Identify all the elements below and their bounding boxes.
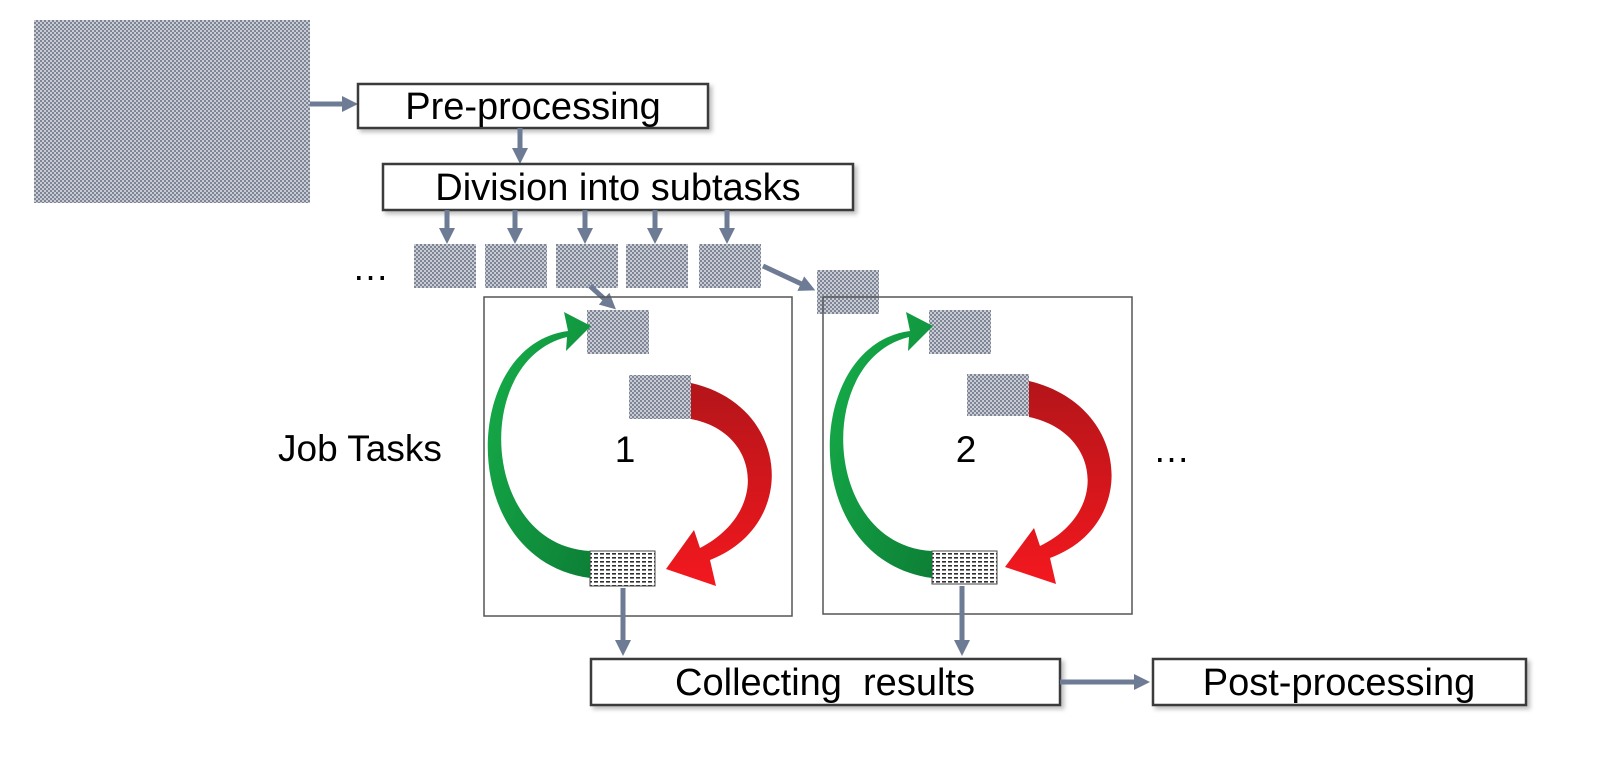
subtask-block xyxy=(414,244,476,288)
job-1-number: 1 xyxy=(615,429,636,470)
job-2-number: 2 xyxy=(956,429,977,470)
job-1-result-block xyxy=(589,550,656,587)
division-to-subtasks-arrows xyxy=(438,210,736,245)
job-task-2: 2 xyxy=(822,296,1133,615)
job-2-working-block xyxy=(967,374,1029,416)
job-tasks-label: Job Tasks xyxy=(278,428,442,469)
dispatched-subtask-block xyxy=(817,270,879,314)
division-label: Division into subtasks xyxy=(435,167,800,209)
jobs-ellipsis: … xyxy=(1153,429,1190,470)
job-1-working-block xyxy=(629,375,691,419)
pre-processing-label: Pre-processing xyxy=(405,86,661,128)
division-box xyxy=(381,162,855,212)
collecting-label: Collecting results xyxy=(675,662,975,704)
collecting-box xyxy=(589,657,1062,707)
subtask-block xyxy=(556,244,618,288)
pre-processing-box xyxy=(356,82,710,130)
job-task-1: 1 xyxy=(483,296,793,617)
job-1-input-block xyxy=(587,310,649,354)
job-1-frame xyxy=(483,296,793,617)
subtask-block xyxy=(626,244,688,288)
input-data-block xyxy=(34,20,310,203)
dispatch-arrow-job-1 xyxy=(588,284,616,310)
subtask-queue xyxy=(414,244,761,288)
job-2-result-block xyxy=(931,550,998,585)
job-2-green-arrow xyxy=(829,312,933,578)
job-2-frame xyxy=(822,296,1133,615)
job-2-input-block xyxy=(929,310,991,354)
subtask-block xyxy=(485,244,547,288)
post-processing-box xyxy=(1151,657,1528,707)
job-1-green-arrow xyxy=(487,312,591,578)
post-processing-label: Post-processing xyxy=(1203,662,1475,704)
subtask-block xyxy=(699,244,761,288)
job-1-red-arrow xyxy=(666,383,772,586)
queue-ellipsis: … xyxy=(352,247,389,288)
dispatch-arrow-job-2 xyxy=(761,263,816,291)
job-2-red-arrow xyxy=(1005,381,1112,584)
